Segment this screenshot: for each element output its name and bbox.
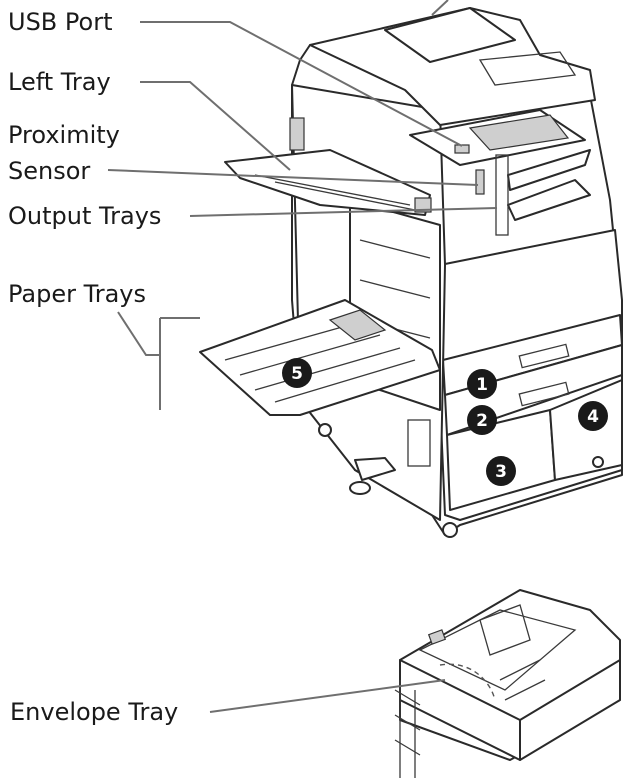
leader-paper-trays [117, 311, 200, 410]
label-envelope-tray: Envelope Tray [10, 698, 178, 726]
leader-output-trays [189, 207, 498, 217]
badge-tray-1-label: 1 [476, 375, 488, 395]
leader-lines [107, 0, 498, 713]
paper-tray-4-drawer [549, 379, 623, 481]
badge-tray-3-label: 3 [495, 462, 507, 482]
proximity-sensor [475, 169, 485, 195]
printer-illustration [199, 7, 623, 538]
leader-proximity-sensor [107, 169, 479, 186]
badge-tray-1: 1 [467, 369, 497, 399]
badge-tray-2: 2 [467, 405, 497, 435]
badge-tray-4-label: 4 [587, 407, 599, 427]
label-usb-port: USB Port [8, 8, 112, 36]
output-tray-lower [507, 179, 591, 221]
badge-tray-2-label: 2 [476, 411, 488, 431]
envelope-tray-illustration [394, 589, 621, 778]
leader-left-tray [140, 81, 291, 171]
badge-tray-3: 3 [486, 456, 516, 486]
badge-tray-5: 5 [282, 358, 312, 388]
usb-port [454, 144, 470, 154]
leader-top [431, 0, 449, 16]
label-proximity-sensor-line1: Proximity [8, 121, 120, 149]
output-tray-upper [507, 149, 591, 191]
tray-badges: 5 1 2 3 4 [282, 358, 608, 486]
badge-tray-4: 4 [578, 401, 608, 431]
label-proximity-sensor-line2: Sensor [8, 157, 90, 185]
leader-usb-port [140, 21, 463, 147]
label-output-trays: Output Trays [8, 202, 161, 230]
badge-tray-5-label: 5 [291, 364, 303, 384]
leader-envelope-tray [209, 679, 446, 713]
callout-labels: USB Port Left Tray Proximity Sensor Outp… [8, 8, 178, 726]
label-paper-trays: Paper Trays [8, 280, 146, 308]
label-left-tray: Left Tray [8, 68, 111, 96]
